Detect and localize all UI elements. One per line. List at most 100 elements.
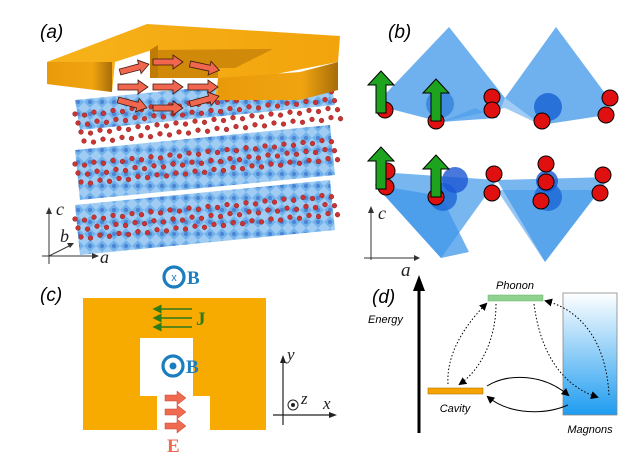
atom — [243, 200, 249, 206]
atom — [255, 210, 262, 216]
arrow-magnon-to-phonon — [544, 298, 610, 396]
atom — [148, 209, 154, 215]
field-into-page-icon: x — [162, 265, 186, 289]
atom — [132, 165, 138, 171]
lattice-layer-bottom — [75, 180, 335, 255]
atom — [94, 118, 100, 124]
atom — [211, 166, 217, 173]
atom — [211, 116, 217, 123]
atom — [75, 170, 81, 176]
atom — [249, 218, 255, 224]
atom — [144, 175, 151, 181]
atom — [230, 114, 236, 121]
atom — [160, 164, 167, 170]
panel-b: c a — [364, 27, 619, 281]
atom — [81, 112, 88, 118]
atom — [163, 123, 170, 129]
panel-label-c: (c) — [40, 285, 63, 306]
atom — [230, 165, 236, 171]
octahedra-top-row — [375, 27, 610, 125]
atom — [116, 125, 122, 131]
atom — [284, 205, 290, 211]
atom — [201, 119, 208, 125]
atom — [113, 166, 119, 173]
atom — [182, 171, 189, 177]
atom — [72, 111, 78, 117]
atom — [119, 158, 126, 165]
atom — [284, 100, 290, 106]
atom — [97, 177, 103, 183]
oxygen-atom — [483, 184, 501, 202]
atom — [72, 161, 78, 167]
atom — [147, 134, 154, 140]
spin-up-arrow-icon — [421, 154, 451, 198]
atom — [87, 180, 94, 186]
atom — [138, 157, 145, 163]
atom — [75, 225, 81, 231]
atom-rows — [72, 87, 344, 241]
atom — [106, 233, 113, 239]
atom — [246, 154, 252, 160]
axis-label-z: z — [300, 389, 308, 408]
atom — [195, 127, 201, 133]
atom — [154, 172, 160, 178]
atom — [252, 201, 259, 207]
atom — [296, 160, 303, 166]
atom — [113, 221, 119, 228]
axes-ca — [364, 206, 420, 261]
atom — [208, 107, 214, 114]
atom — [167, 207, 173, 213]
atom — [97, 127, 103, 133]
current-arrow — [187, 79, 219, 95]
atom — [322, 202, 328, 208]
atom — [306, 107, 312, 114]
field-out-of-page-icon — [161, 354, 185, 378]
efield-arrow — [164, 418, 187, 434]
atom — [261, 123, 268, 129]
atom — [303, 203, 309, 210]
atom — [319, 193, 325, 199]
atom — [262, 198, 268, 204]
cavity-label: Cavity — [440, 403, 472, 415]
conductor-shape — [83, 298, 266, 430]
atom — [113, 116, 119, 123]
atom — [154, 227, 160, 233]
atom — [220, 167, 227, 174]
atom — [224, 147, 230, 153]
atom — [135, 174, 141, 180]
atom — [91, 214, 97, 220]
atom — [81, 138, 87, 144]
atom — [125, 176, 132, 183]
atom — [100, 136, 106, 142]
atom — [110, 107, 116, 114]
current-j-arrows — [152, 304, 192, 332]
atom — [204, 128, 211, 134]
oxygen-atom — [485, 165, 503, 183]
atom — [170, 216, 176, 222]
atom — [243, 145, 249, 151]
atom — [255, 155, 262, 161]
atom — [109, 137, 116, 143]
atom — [148, 154, 154, 160]
atom — [198, 160, 205, 166]
atom — [322, 96, 328, 103]
atom — [151, 113, 157, 119]
atom — [334, 157, 341, 163]
atom — [337, 116, 344, 122]
atom — [138, 133, 144, 139]
atom — [163, 173, 170, 179]
atom — [287, 214, 293, 220]
atom — [87, 130, 94, 136]
coupling-arrows — [447, 298, 610, 413]
atom — [122, 117, 129, 124]
phonon-label: Phonon — [496, 280, 534, 292]
atom — [132, 114, 138, 121]
atom — [192, 118, 198, 124]
phonon-level — [487, 294, 544, 302]
atom — [119, 108, 126, 115]
atom — [224, 202, 230, 208]
atom — [312, 204, 319, 211]
atom — [271, 199, 278, 205]
atom — [280, 121, 287, 127]
efield-arrow — [164, 404, 187, 420]
